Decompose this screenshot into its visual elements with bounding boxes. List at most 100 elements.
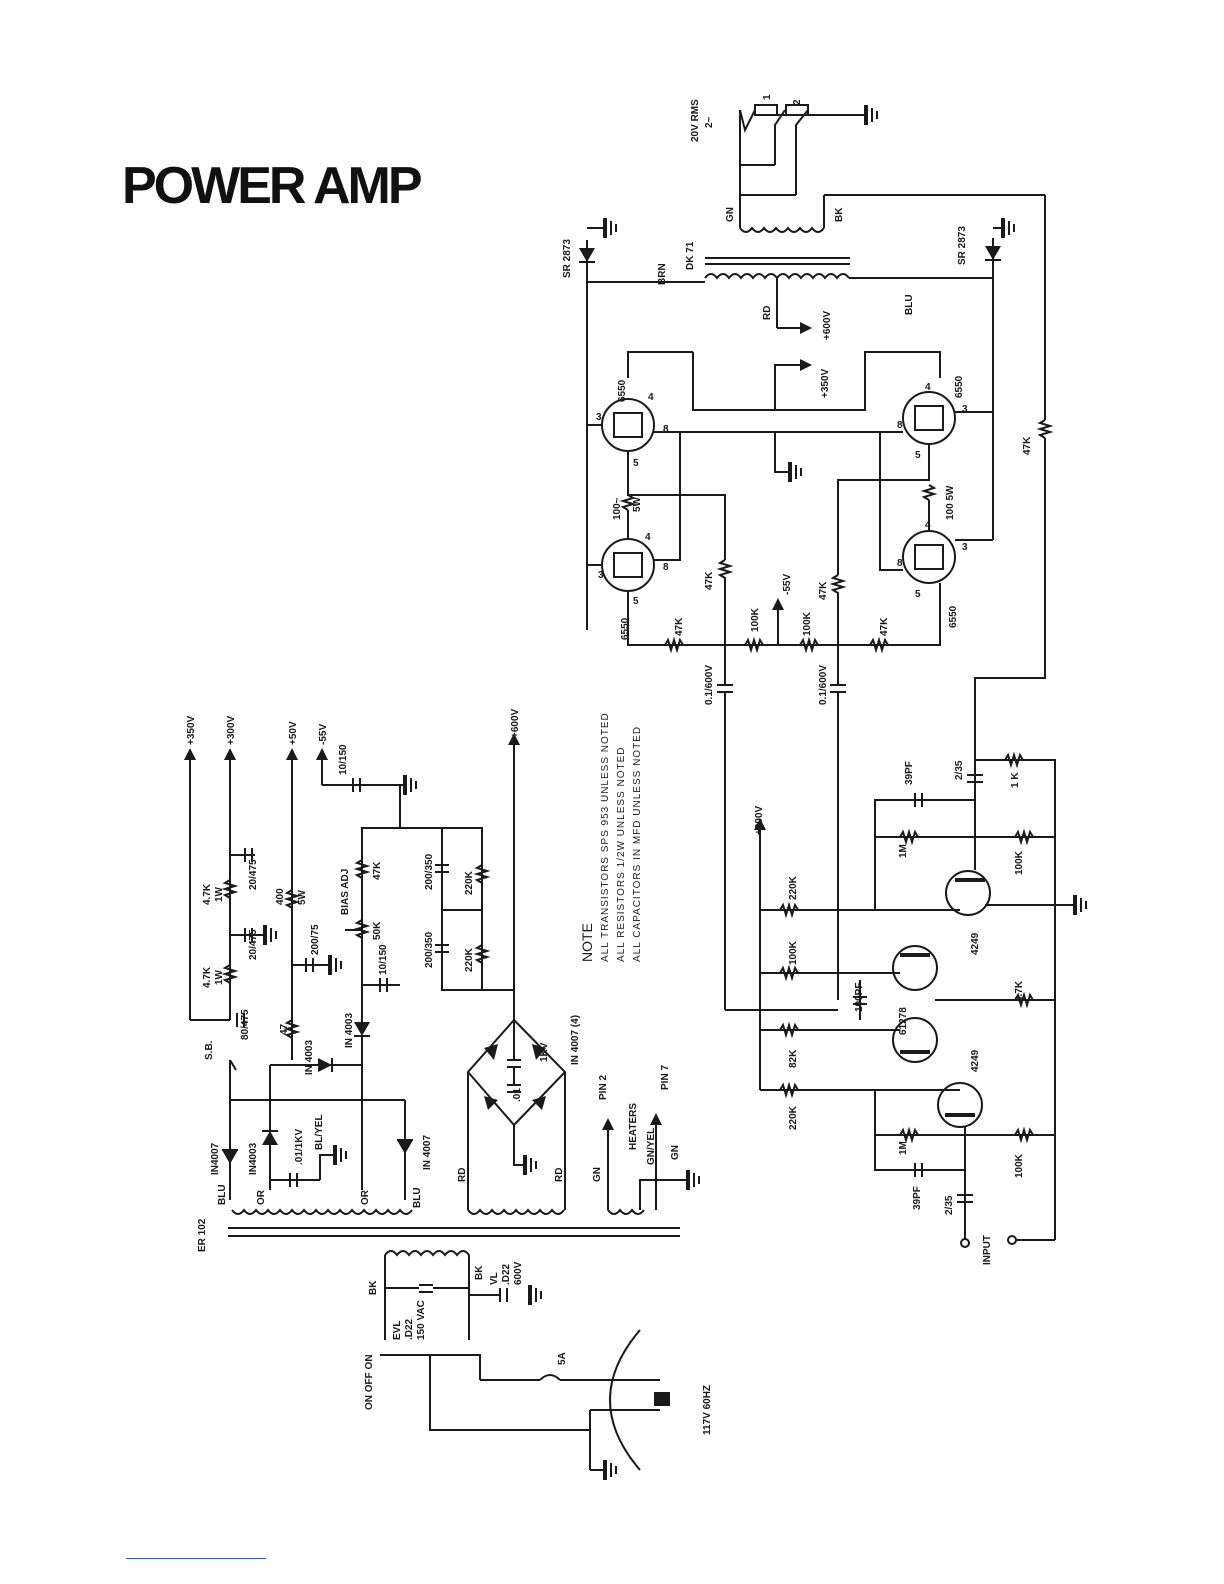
input-terminal bbox=[960, 1238, 970, 1248]
label: 6550 bbox=[948, 605, 959, 628]
label: BK bbox=[474, 1265, 485, 1280]
label: 1KV bbox=[539, 1042, 550, 1062]
label: 600V bbox=[513, 1261, 524, 1285]
label: 47 bbox=[279, 1023, 290, 1035]
label: 5 bbox=[633, 596, 639, 607]
label: .D22 bbox=[404, 1318, 415, 1340]
label: 47K bbox=[674, 617, 685, 636]
resistor-icon bbox=[619, 494, 637, 511]
arrow-icon bbox=[800, 322, 812, 334]
power-supply bbox=[184, 733, 700, 1480]
resistor-icon bbox=[829, 574, 847, 645]
secondary-coil bbox=[739, 226, 825, 233]
label: SR 2873 bbox=[957, 226, 968, 265]
diode-icon bbox=[262, 1131, 278, 1145]
resistor-icon bbox=[779, 964, 799, 982]
arrow-icon bbox=[800, 359, 812, 371]
wire bbox=[467, 1018, 566, 1210]
note-line: ALL CAPACITORS IN MFD UNLESS NOTED bbox=[632, 726, 643, 962]
label: ER 102 bbox=[197, 1218, 208, 1252]
diode-icon bbox=[532, 1044, 546, 1060]
label: 1W bbox=[214, 969, 225, 985]
label: 80/475 bbox=[240, 1009, 251, 1040]
label: GN bbox=[592, 1167, 603, 1182]
arrow-icon bbox=[508, 733, 520, 745]
label: .01/1KV bbox=[294, 1129, 305, 1165]
wire bbox=[654, 431, 903, 571]
label: +350V bbox=[820, 368, 831, 398]
label: +350V bbox=[186, 715, 197, 745]
wire bbox=[380, 1354, 481, 1380]
label: IN4003 bbox=[248, 1142, 259, 1175]
wire bbox=[874, 799, 975, 910]
arrow-icon bbox=[184, 748, 196, 760]
label: RD bbox=[554, 1168, 565, 1182]
secondary-coil bbox=[607, 1208, 645, 1215]
label: 5A bbox=[557, 1352, 568, 1365]
label: GN bbox=[670, 1145, 681, 1160]
plug-icon bbox=[609, 1329, 641, 1471]
label: +300V bbox=[754, 805, 765, 835]
arrow-icon bbox=[602, 1118, 614, 1130]
label: RD bbox=[762, 306, 773, 320]
wire bbox=[692, 351, 941, 411]
label: 220K bbox=[788, 1105, 799, 1130]
label: SR 2873 bbox=[562, 239, 573, 278]
input-terminal bbox=[1007, 1235, 1017, 1245]
plug-pin bbox=[654, 1392, 670, 1406]
label: 2 bbox=[792, 99, 803, 105]
secondary-coil bbox=[231, 1208, 413, 1215]
resistor-icon bbox=[1014, 991, 1034, 1009]
wire bbox=[361, 785, 401, 1030]
resistor-icon bbox=[899, 1126, 919, 1144]
label: 47K bbox=[879, 617, 890, 636]
label: 100K bbox=[802, 611, 813, 636]
diode-icon bbox=[484, 1096, 498, 1110]
wire bbox=[319, 1154, 335, 1180]
wire bbox=[627, 583, 941, 646]
resistor-icon bbox=[221, 879, 239, 899]
resistor-icon bbox=[1014, 828, 1034, 846]
label: 3 bbox=[962, 542, 968, 553]
label: 5 bbox=[915, 589, 921, 600]
resistor-icon bbox=[920, 484, 938, 501]
diode-icon bbox=[579, 248, 595, 262]
output-jack-1 bbox=[754, 104, 778, 116]
label: 100 5W bbox=[945, 485, 956, 520]
label: PIN 2 bbox=[598, 1075, 609, 1100]
transistor-icon bbox=[892, 1017, 938, 1063]
label: IN 4003 bbox=[304, 1040, 315, 1075]
label: -55V bbox=[782, 574, 793, 595]
diode-icon bbox=[532, 1096, 546, 1110]
label: 1M bbox=[898, 844, 909, 858]
arrow-icon bbox=[286, 748, 298, 760]
label: BLU bbox=[904, 294, 915, 315]
label: 4249 bbox=[970, 932, 981, 955]
label: 200/350 bbox=[424, 931, 435, 968]
label: +600V bbox=[510, 708, 521, 738]
label: .01 bbox=[512, 1088, 523, 1102]
wire bbox=[774, 432, 790, 473]
label: OR bbox=[360, 1189, 371, 1205]
tube-element bbox=[914, 544, 944, 570]
wire bbox=[874, 1090, 965, 1171]
diode-icon bbox=[222, 1150, 238, 1164]
label: 8 bbox=[663, 562, 669, 573]
arrow-icon bbox=[224, 748, 236, 760]
label: BIAS ADJ bbox=[340, 869, 351, 915]
label: 10/150 bbox=[338, 744, 349, 775]
label: 100~ bbox=[612, 497, 623, 520]
label: 150 VAC bbox=[416, 1300, 427, 1340]
label: BRN bbox=[657, 263, 668, 285]
label: PIN 7 bbox=[660, 1065, 671, 1090]
label: 39PF bbox=[904, 761, 915, 785]
tube-icon bbox=[601, 538, 655, 592]
label: 61278 bbox=[898, 1007, 909, 1035]
resistor-icon bbox=[221, 964, 239, 984]
resistor-icon bbox=[473, 944, 491, 964]
label: EVL bbox=[392, 1321, 403, 1340]
label: BLU bbox=[412, 1187, 423, 1208]
resistor-icon bbox=[283, 1019, 301, 1039]
resistor-icon bbox=[779, 1081, 799, 1099]
